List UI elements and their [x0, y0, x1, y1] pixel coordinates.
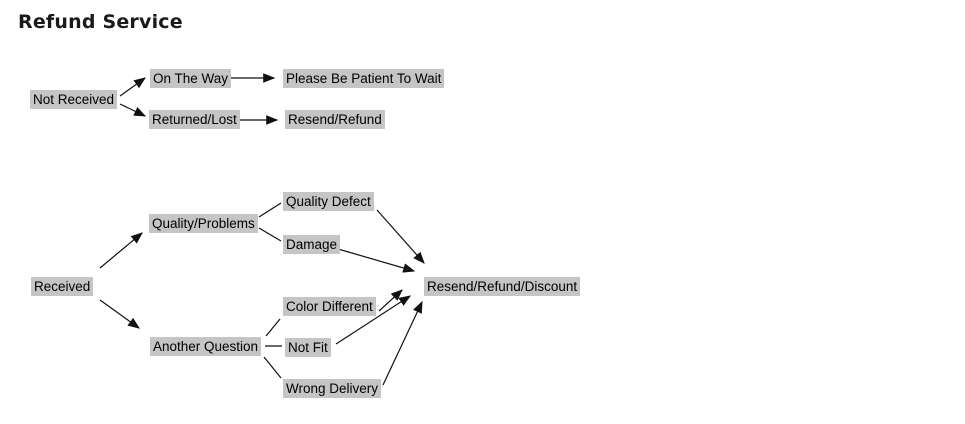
node-resend-refund-discount: Resend/Refund/Discount	[424, 277, 581, 296]
node-not-fit: Not Fit	[285, 338, 331, 357]
edge-another-question-to-color-different	[265, 318, 281, 337]
edge-not-received-to-on-the-way	[119, 77, 146, 97]
edge-received-to-another-question	[99, 299, 140, 329]
node-returned-lost: Returned/Lost	[149, 110, 240, 129]
node-on-the-way: On The Way	[150, 69, 232, 88]
node-color-different: Color Different	[283, 297, 376, 316]
node-quality-problems: Quality/Problems	[149, 214, 258, 233]
edge-quality-defect-to-discount	[376, 209, 425, 264]
node-resend-refund: Resend/Refund	[285, 110, 385, 129]
edge-wrong-delivery-to-discount	[382, 300, 423, 386]
node-another-question: Another Question	[150, 337, 262, 356]
page-title: Refund Service	[18, 11, 183, 33]
node-not-received: Not Received	[30, 90, 118, 109]
node-received: Received	[31, 277, 94, 296]
edge-color-different-to-discount	[378, 289, 403, 312]
edge-damage-to-discount	[337, 248, 416, 273]
node-damage: Damage	[283, 235, 341, 254]
node-quality-defect: Quality Defect	[283, 192, 374, 211]
node-please-be-patient: Please Be Patient To Wait	[283, 69, 445, 88]
edge-quality-problems-to-quality-defect	[258, 202, 282, 218]
edge-another-question-to-wrong-delivery	[263, 356, 282, 379]
edge-not-received-to-returned-lost	[119, 103, 147, 117]
edge-received-to-quality-problems	[99, 232, 143, 269]
node-wrong-delivery: Wrong Delivery	[283, 379, 382, 398]
edge-quality-problems-to-damage	[258, 227, 282, 242]
